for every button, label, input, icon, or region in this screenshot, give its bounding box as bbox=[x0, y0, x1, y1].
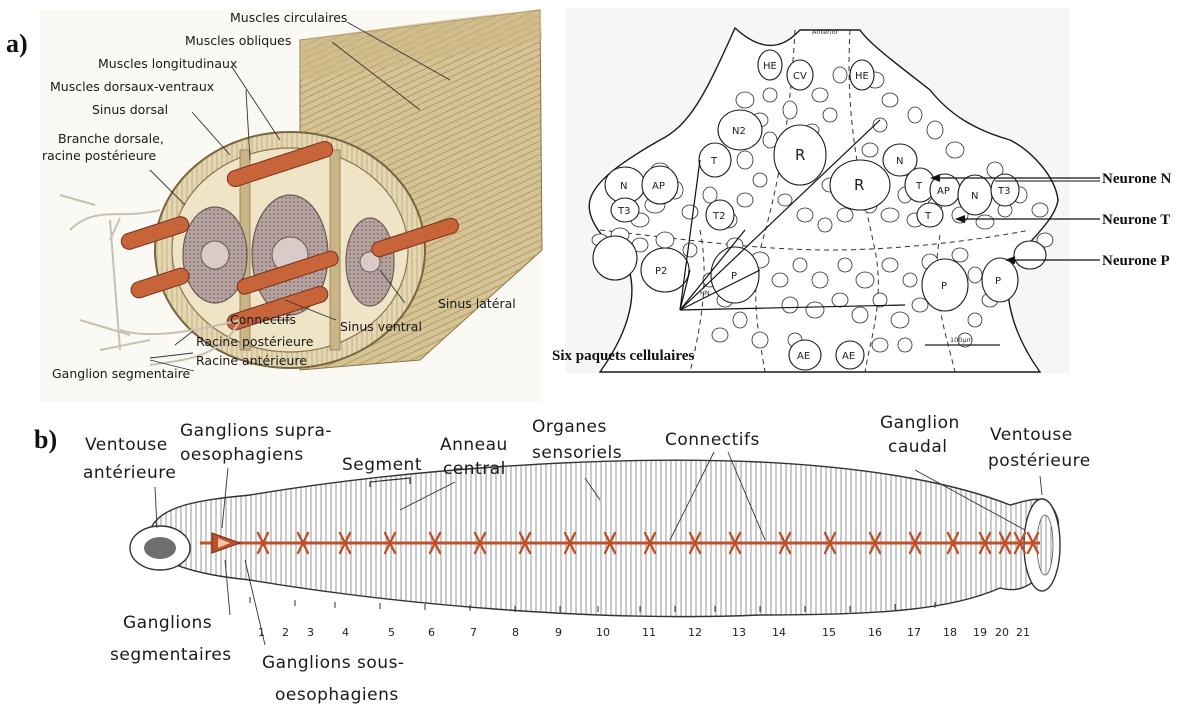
segment-numbers: 1 2 3 4 5 6 7 8 9 10 11 12 13 14 15 16 1… bbox=[258, 626, 1030, 639]
label-ganglions-segmentaires-2: segmentaires bbox=[110, 645, 232, 665]
label-ganglions-sous-1: Ganglions sous- bbox=[262, 653, 405, 673]
cell-t3-left: T3 bbox=[617, 206, 630, 217]
label-segment: Segment bbox=[342, 455, 422, 475]
label-anneau-2: central bbox=[443, 459, 506, 479]
cell-n2: N2 bbox=[732, 126, 746, 137]
cell-t-right-2: T bbox=[924, 211, 932, 222]
cell-n-left: N bbox=[620, 181, 627, 192]
label-ganglions-supra-1: Ganglions supra- bbox=[180, 421, 332, 441]
segment-number: 12 bbox=[688, 626, 702, 639]
panel-b-illustration bbox=[130, 460, 1060, 616]
label-racine-anterieure: Racine antérieure bbox=[196, 353, 307, 368]
label-neurone-n: Neurone N bbox=[1102, 171, 1171, 187]
cell-n-right-2: N bbox=[971, 191, 978, 202]
cell-p-center: P bbox=[941, 281, 947, 292]
cell-t-right: T bbox=[915, 181, 923, 192]
segment-number: 2 bbox=[282, 626, 289, 639]
segment-number: 1 bbox=[258, 626, 265, 639]
segment-number: 18 bbox=[943, 626, 957, 639]
label-neurone-p: Neurone P bbox=[1102, 253, 1170, 269]
label-ganglion-segmentaire: Ganglion segmentaire bbox=[52, 366, 191, 381]
cell-cv: CV bbox=[793, 71, 807, 82]
cell-ap-left: AP bbox=[652, 181, 665, 192]
segment-number: 13 bbox=[732, 626, 746, 639]
cell-he-left: HE bbox=[763, 61, 777, 72]
cell-ae-right: AE bbox=[842, 351, 855, 362]
label-muscles-longitudinaux: Muscles longitudinaux bbox=[98, 56, 237, 71]
segment-number: 19 bbox=[973, 626, 987, 639]
cell-p-right: P bbox=[995, 276, 1001, 287]
cell-ap-right: AP bbox=[937, 186, 950, 197]
segment-number: 14 bbox=[772, 626, 786, 639]
label-sinus-lateral: Sinus latéral bbox=[438, 296, 516, 311]
label-connectifs-b: Connectifs bbox=[665, 430, 760, 450]
label-ventouse-anterieure-2: antérieure bbox=[83, 463, 176, 483]
label-anneau-1: Anneau bbox=[440, 435, 508, 455]
segment-number: 9 bbox=[555, 626, 562, 639]
segment-number: 16 bbox=[868, 626, 882, 639]
cell-ae-left: AE bbox=[797, 351, 810, 362]
label-branche-dorsale-1: Branche dorsale, bbox=[58, 131, 164, 146]
cell-t-left: T bbox=[710, 156, 718, 167]
label-connectifs-a: Connectifs bbox=[230, 312, 296, 327]
scale-bar-label: 100µm bbox=[950, 336, 973, 344]
label-ventouse-anterieure-1: Ventouse bbox=[85, 435, 168, 455]
label-sinus-dorsal: Sinus dorsal bbox=[92, 102, 168, 117]
label-muscles-circulaires: Muscles circulaires bbox=[230, 10, 347, 25]
label-ventouse-posterieure-1: Ventouse bbox=[990, 425, 1073, 445]
segment-number: 17 bbox=[907, 626, 921, 639]
panel-label-a: a) bbox=[6, 29, 28, 58]
label-ganglions-sous-2: oesophagiens bbox=[275, 685, 399, 705]
label-organes-2: sensoriels bbox=[532, 443, 622, 463]
label-ganglion-caudal-2: caudal bbox=[888, 437, 947, 457]
label-ganglions-segmentaires-1: Ganglions bbox=[123, 613, 212, 633]
cell-p-left: P bbox=[731, 271, 737, 282]
cell-he-right: HE bbox=[855, 71, 869, 82]
label-ganglions-supra-2: oesophagiens bbox=[180, 445, 304, 465]
cell-p2: P2 bbox=[655, 266, 667, 277]
segment-number: 7 bbox=[470, 626, 477, 639]
segment-number: 10 bbox=[596, 626, 610, 639]
label-ganglion-caudal-1: Ganglion bbox=[880, 413, 960, 433]
cell-t3-right: T3 bbox=[997, 186, 1010, 197]
label-organes-1: Organes bbox=[532, 417, 607, 437]
segment-number: 15 bbox=[822, 626, 836, 639]
segment-number: 6 bbox=[428, 626, 435, 639]
segment-number: 11 bbox=[642, 626, 656, 639]
cell-r-right: R bbox=[854, 176, 864, 194]
segment-number: 8 bbox=[512, 626, 519, 639]
segment-number: 21 bbox=[1016, 626, 1030, 639]
cell-r-center: R bbox=[795, 146, 805, 164]
segment-number: 5 bbox=[388, 626, 395, 639]
label-sinus-ventral: Sinus ventral bbox=[340, 319, 422, 334]
panel-c-illustration: HE CV HE N2 R R N N AP T T2 T3 T AP N T3… bbox=[565, 8, 1070, 373]
label-branche-dorsale-2: racine postérieure bbox=[42, 148, 157, 163]
label-neurone-t: Neurone T bbox=[1102, 212, 1170, 228]
segment-number: 3 bbox=[307, 626, 314, 639]
segment-number: 4 bbox=[342, 626, 349, 639]
cell-n-right: N bbox=[896, 156, 903, 167]
label-muscles-obliques: Muscles obliques bbox=[185, 33, 291, 48]
panel-label-b: b) bbox=[34, 425, 57, 454]
label-muscles-dorsaux-ventraux: Muscles dorsaux-ventraux bbox=[50, 79, 214, 94]
segment-number: 20 bbox=[995, 626, 1009, 639]
label-anterior: Anterior bbox=[812, 28, 839, 36]
label-racine-posterieure: Racine postérieure bbox=[196, 334, 314, 349]
label-ventouse-posterieure-2: postérieure bbox=[988, 451, 1091, 471]
label-six-paquets: Six paquets cellulaires bbox=[552, 348, 694, 364]
cell-t2: T2 bbox=[712, 211, 725, 222]
